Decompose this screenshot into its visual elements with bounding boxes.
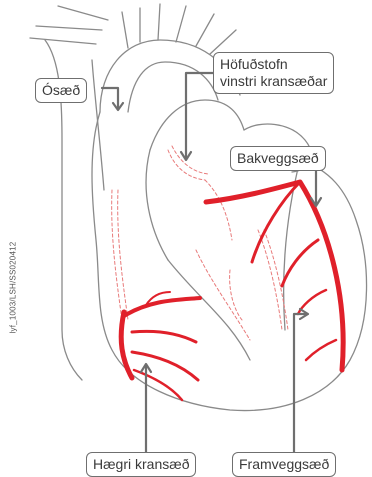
pulmonary-trunk-outline — [150, 100, 244, 150]
label-left-main-line2: vinstri kransæðar — [220, 73, 327, 90]
anterior-pointer — [294, 314, 306, 452]
label-left-main-coronary: Höfuðstofn vinstri kransæðar — [213, 52, 334, 94]
label-pointers — [102, 73, 321, 452]
left-main-pointer — [186, 73, 213, 158]
label-anterior-artery: Framveggsæð — [232, 452, 336, 477]
coronary-arteries — [121, 182, 343, 400]
arch-branches-outline — [122, 4, 236, 54]
label-left-main-line1: Höfuðstofn — [220, 56, 327, 73]
label-posterior-artery: Bakveggsæð — [230, 146, 326, 171]
image-code: lyf_1003/LSH/SS020412 — [9, 213, 18, 363]
label-aorta: Ósæð — [35, 78, 87, 103]
label-right-coronary: Hægri kransæð — [86, 452, 196, 477]
right-coronary-artery — [121, 312, 132, 378]
anterior-artery — [206, 182, 343, 370]
